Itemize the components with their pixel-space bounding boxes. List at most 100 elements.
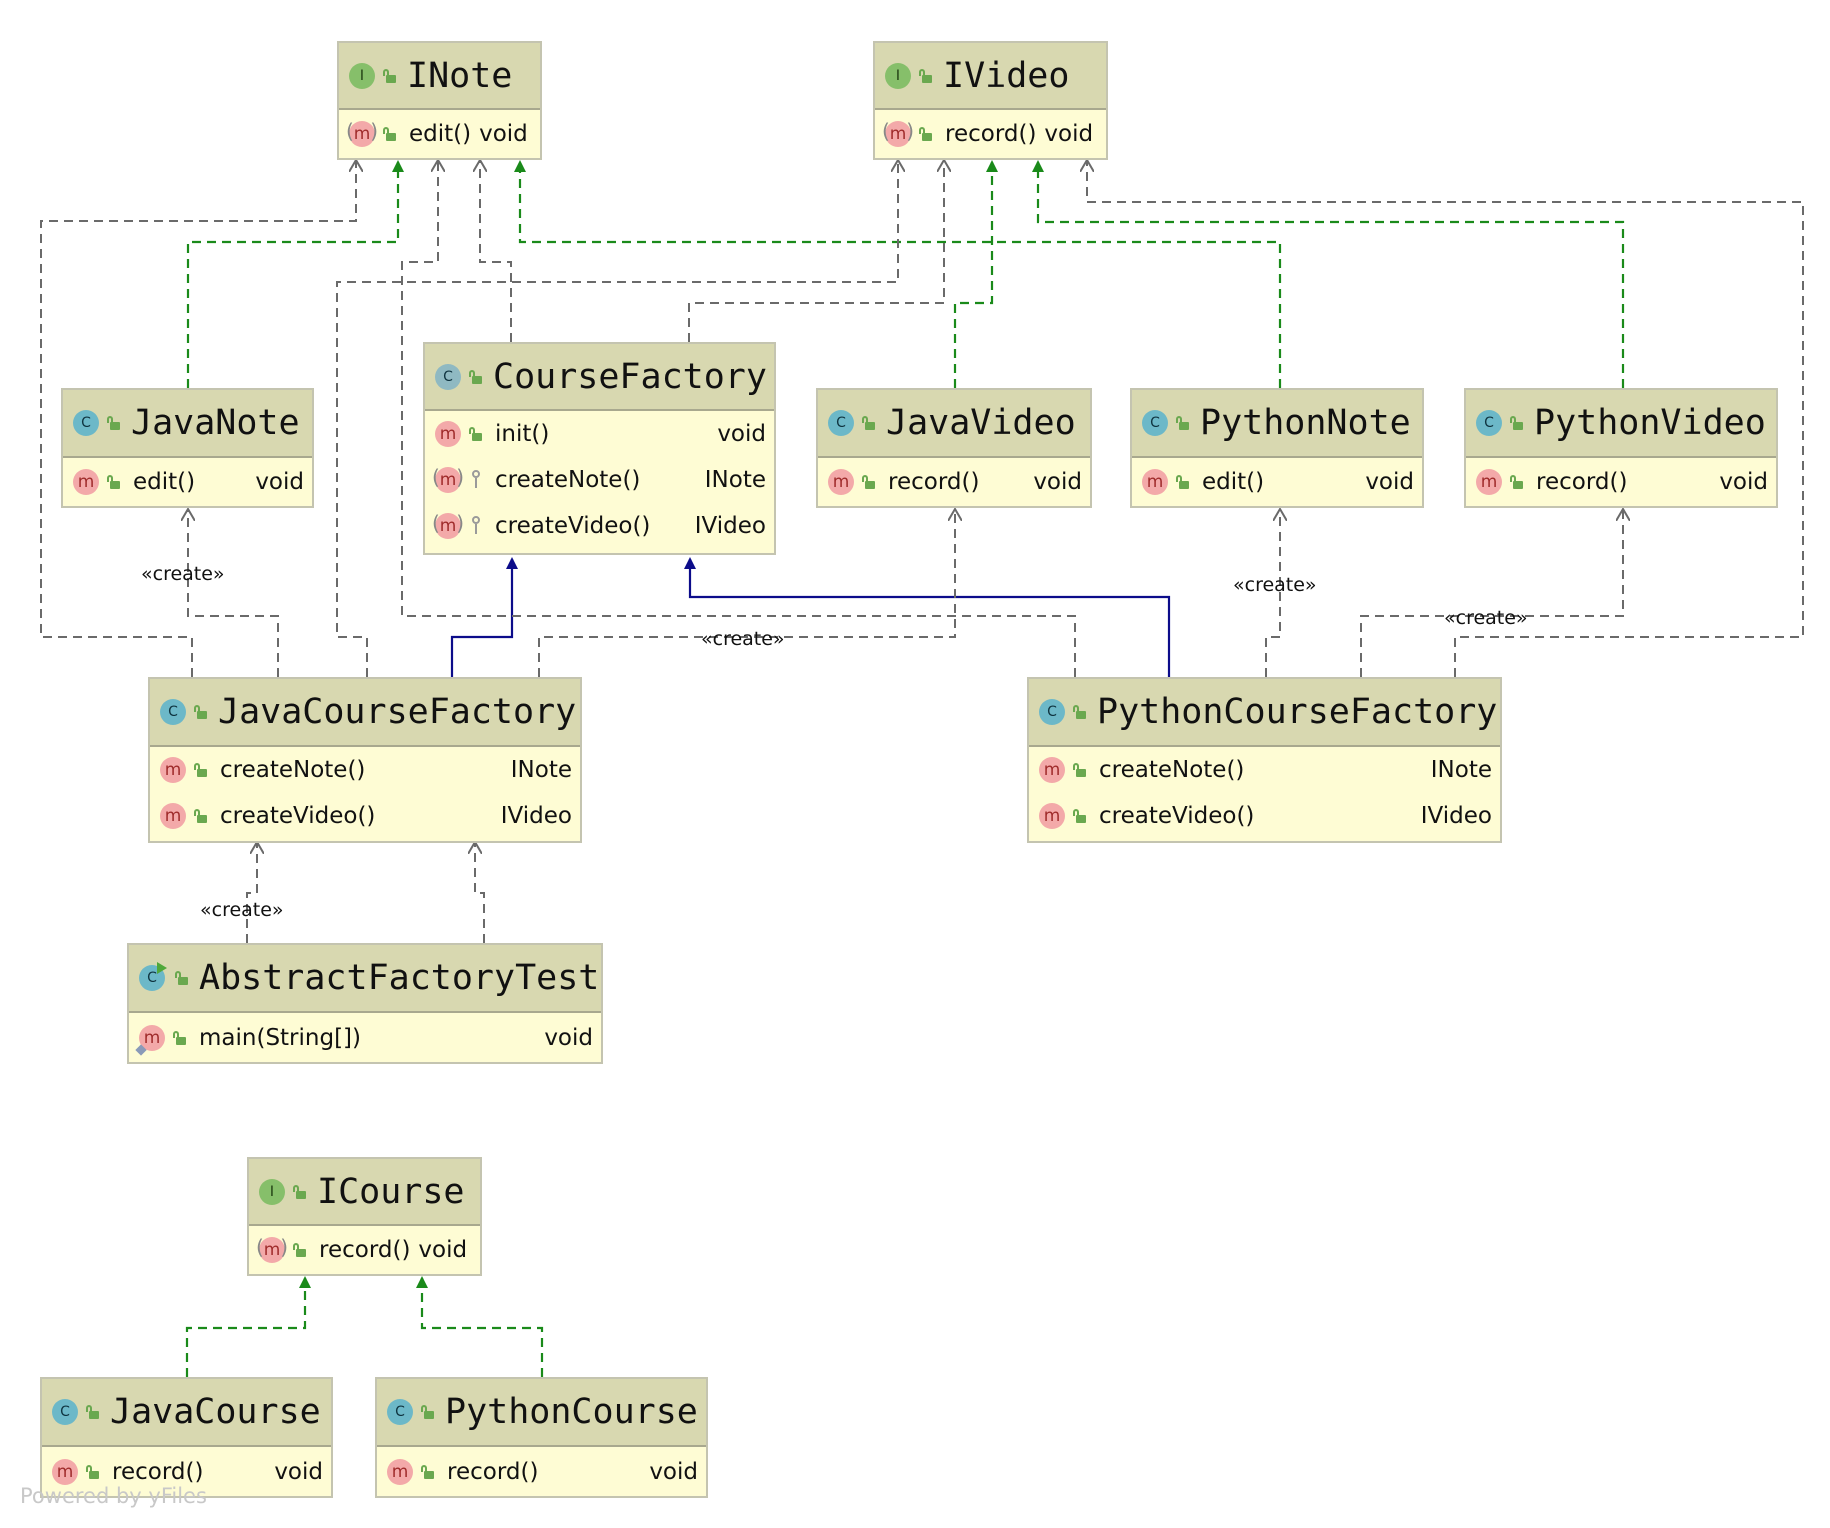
inheritance-edges [450, 557, 1171, 677]
method-icon: m [882, 119, 914, 147]
member-row[interactable]: m edit() void [339, 110, 540, 158]
public-visibility-icon [1073, 705, 1087, 719]
method-icon: m [1142, 469, 1168, 495]
public-visibility-icon [1073, 763, 1087, 777]
public-visibility-icon [173, 1030, 187, 1045]
class-icon: C [73, 410, 99, 436]
public-visibility-icon [1176, 416, 1190, 430]
create-label-javavideo: «create» [701, 628, 785, 650]
public-visibility-icon [1510, 475, 1524, 489]
icourse-class-box[interactable]: I ICourse m record() void [247, 1157, 482, 1276]
method-icon: m [432, 465, 464, 493]
public-visibility-icon [194, 763, 208, 777]
method-icon: m [1039, 803, 1065, 829]
class-header: C PythonCourse [377, 1379, 706, 1447]
javanote-class-box[interactable]: C JavaNote m edit() void [61, 388, 314, 508]
member-name: record() [1536, 469, 1628, 495]
member-row[interactable]: m record() void [818, 458, 1090, 506]
protected-visibility-icon [469, 470, 483, 490]
member-name: createVideo() [220, 803, 376, 829]
member-name: createNote() [495, 467, 641, 493]
pythoncourse-class-box[interactable]: C PythonCourse m record() void [375, 1377, 708, 1498]
member-type: void [274, 1458, 323, 1485]
class-title: ICourse [317, 1171, 465, 1212]
class-header: I ICourse [249, 1159, 480, 1226]
class-title: CourseFactory [493, 356, 767, 397]
member-row[interactable]: m createNote() INote [1029, 747, 1500, 793]
javavideo-class-box[interactable]: C JavaVideo m record() void [816, 388, 1092, 508]
create-label-javacoursefactory: «create» [200, 899, 284, 921]
public-visibility-icon [175, 971, 189, 985]
class-title: PythonVideo [1534, 403, 1766, 443]
member-row[interactable]: m record() void [1466, 458, 1776, 506]
method-icon: m [435, 421, 461, 447]
class-title: PythonCourse [445, 1392, 698, 1432]
edge-pythoncoursefactory-coursefactory [684, 557, 1171, 677]
member-row[interactable]: m createVideo() IVideo [1029, 793, 1500, 839]
edge-coursefactory-ivideo [688, 160, 944, 342]
public-visibility-icon [1510, 416, 1524, 430]
edge-javanote-inote [186, 160, 404, 388]
javacourse-class-box[interactable]: C JavaCourse m record() void [40, 1377, 333, 1498]
protected-visibility-icon [469, 516, 483, 536]
member-row[interactable]: m createNote() INote [425, 457, 774, 503]
edge-pythoncoursefactory-inote [401, 160, 1076, 677]
method-icon: m [160, 757, 186, 783]
member-name: record() [112, 1458, 204, 1485]
member-row[interactable]: m record() void [249, 1226, 480, 1274]
member-type: void [1719, 469, 1768, 495]
create-label-javanote: «create» [141, 563, 225, 585]
member-row[interactable]: m init() void [425, 411, 774, 457]
abstract-class-icon: C [435, 363, 461, 390]
member-type: void [1033, 469, 1082, 495]
abstractfactorytest-class-box[interactable]: C AbstractFactoryTest m main(String[]) v… [127, 943, 603, 1064]
method-icon: m [432, 511, 464, 539]
edge-test-javacoursefactory [246, 842, 257, 943]
edge-test-coursefactory [475, 842, 485, 943]
pythoncoursefactory-class-box[interactable]: C PythonCourseFactory m createNote() INo… [1027, 677, 1502, 843]
coursefactory-class-box[interactable]: C CourseFactory m init() void m createNo… [423, 342, 776, 555]
public-visibility-icon [862, 416, 876, 430]
ivideo-class-box[interactable]: I IVideo m record() void [873, 41, 1108, 160]
member-row[interactable]: m edit() void [1132, 458, 1422, 506]
member-row[interactable]: m main(String[]) void [129, 1013, 601, 1062]
member-row[interactable]: m edit() void [63, 458, 312, 506]
pythonvideo-class-box[interactable]: C PythonVideo m record() void [1464, 388, 1778, 508]
class-header: C PythonCourseFactory [1029, 679, 1500, 747]
member-type: void [649, 1458, 698, 1485]
public-visibility-icon [421, 1405, 435, 1419]
edge-javavideo-ivideo [953, 160, 998, 388]
static-method-icon: m [139, 1024, 165, 1051]
realization-edges [185, 160, 1625, 1377]
public-visibility-icon [862, 475, 876, 489]
member-row[interactable]: m record() void [42, 1447, 331, 1496]
member-type: void [1365, 469, 1414, 495]
class-title: JavaCourse [110, 1392, 321, 1432]
member-name: record() [447, 1458, 539, 1485]
public-visibility-icon [421, 1464, 435, 1479]
public-visibility-icon [293, 1184, 307, 1199]
class-header: C PythonVideo [1466, 390, 1776, 458]
public-visibility-icon [86, 1405, 100, 1419]
public-visibility-icon [919, 127, 933, 141]
member-name: createNote() [220, 757, 366, 783]
member-name: createNote() [1099, 757, 1245, 783]
class-title: INote [407, 55, 513, 96]
run-icon [157, 962, 167, 974]
member-row[interactable]: m record() void [875, 110, 1106, 158]
public-visibility-icon [469, 427, 483, 441]
member-row[interactable]: m record() void [377, 1447, 706, 1496]
member-row[interactable]: m createNote() INote [150, 747, 580, 793]
edge-javacoursefactory-javanote [188, 509, 279, 677]
member-row[interactable]: m createVideo() IVideo [425, 503, 774, 549]
member-row[interactable]: m createVideo() IVideo [150, 793, 580, 839]
javacoursefactory-class-box[interactable]: C JavaCourseFactory m createNote() INote… [148, 677, 582, 843]
member-type: void [418, 1237, 468, 1263]
method-icon: m [256, 1235, 288, 1263]
class-title: IVideo [943, 55, 1070, 96]
member-name: edit() [133, 469, 196, 495]
edge-javacoursefactory-coursefactory [450, 557, 518, 677]
pythonnote-class-box[interactable]: C PythonNote m edit() void [1130, 388, 1424, 508]
public-visibility-icon [107, 475, 121, 489]
inote-class-box[interactable]: I INote m edit() void [337, 41, 542, 160]
